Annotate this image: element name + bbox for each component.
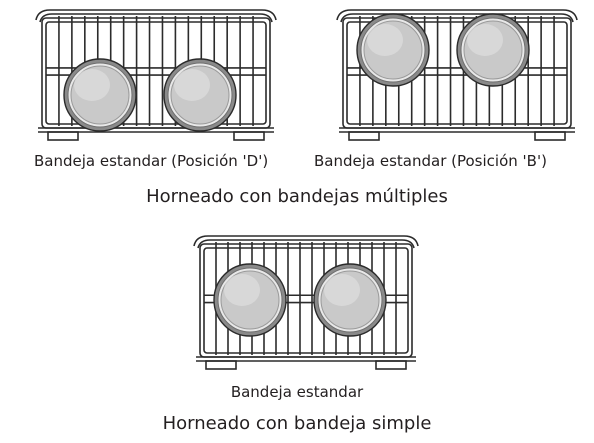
rack-foot — [348, 131, 380, 141]
rack-foot — [205, 360, 237, 370]
rack-top-rail-inner — [197, 239, 415, 249]
round-pan — [456, 13, 530, 87]
pan-highlight — [367, 24, 403, 56]
rack-frame-inner — [346, 21, 568, 125]
rack-top-rail-inner — [340, 13, 574, 23]
rack-top-rail — [193, 235, 419, 247]
caption-multiple-racks: Horneado con bandejas múltiples — [146, 186, 448, 207]
rack-label-standard: Bandeja estandar — [230, 383, 364, 401]
rack-foot — [47, 131, 79, 141]
pan-highlight — [74, 69, 110, 101]
rack-top-rail — [35, 9, 277, 21]
oven-rack-2 — [336, 9, 578, 141]
rack-top-rail-inner — [39, 13, 273, 23]
pan-highlight — [224, 274, 260, 306]
round-pan — [163, 58, 237, 132]
round-pan — [213, 263, 287, 337]
round-pan — [63, 58, 137, 132]
rack-foot — [375, 360, 407, 370]
rack-frame-inner — [45, 21, 267, 125]
round-pan — [356, 13, 430, 87]
oven-rack-1 — [35, 9, 277, 141]
pan-highlight — [324, 274, 360, 306]
rack-frame-inner — [203, 247, 409, 354]
rack-foot — [534, 131, 566, 141]
rack-foot — [233, 131, 265, 141]
round-pan — [313, 263, 387, 337]
rack-label-position-b: Bandeja estandar (Posición 'B') — [314, 152, 547, 170]
rack-label-position-d: Bandeja estandar (Posición 'D') — [34, 152, 269, 170]
pan-highlight — [174, 69, 210, 101]
pan-highlight — [467, 24, 503, 56]
rack-top-rail — [336, 9, 578, 21]
oven-rack-3 — [193, 235, 419, 370]
caption-single-rack: Horneado con bandeja simple — [162, 413, 432, 434]
